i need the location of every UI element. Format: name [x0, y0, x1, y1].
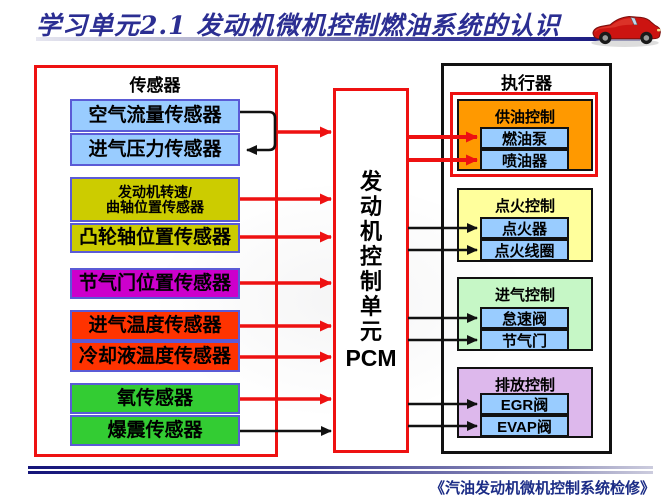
sensor-label: 节气门位置传感器	[78, 272, 231, 294]
group-label: 点火控制	[494, 198, 555, 215]
actuators-header: 执行器	[501, 74, 552, 93]
sensor-oxygen: 氧传感器	[70, 383, 240, 414]
sensor-label-line1: 发动机转速/	[118, 183, 192, 200]
actuator-ignition-coil: 点火线圈	[480, 239, 569, 261]
sensor-throttle-position: 节气门位置传感器	[70, 268, 240, 299]
actuator-fuel-pump: 燃油泵	[480, 127, 569, 149]
actuator-igniter: 点火器	[480, 217, 569, 239]
sensor-label: 爆震传感器	[107, 419, 203, 441]
sensor-engine-speed-crankshaft: 发动机转速/ 曲轴位置传感器	[70, 177, 240, 222]
actuator-throttle: 节气门	[480, 329, 569, 351]
sensor-knock: 爆震传感器	[70, 415, 240, 446]
sensors-header: 传感器	[129, 76, 181, 95]
car-icon	[591, 16, 661, 47]
course-title: 《汽油发动机微机控制系统检修》	[429, 479, 655, 497]
sensor-intake-pressure: 进气压力传感器	[70, 133, 240, 166]
group-label: 排放控制	[494, 377, 555, 394]
sensor-coolant-temperature: 冷却液温度传感器	[70, 341, 240, 372]
actuator-idle-valve: 怠速阀	[480, 307, 569, 329]
pcm-box: 发动机控制单元 PCM	[333, 88, 409, 453]
sensor-label: 冷却液温度传感器	[78, 345, 231, 367]
footer-rule-top	[28, 466, 653, 469]
actuator-evap-valve: EVAP阀	[480, 415, 569, 437]
group-label: 供油控制	[494, 109, 555, 126]
sensor-air-flow: 空气流量传感器	[70, 99, 240, 132]
sensor-intake-temperature: 进气温度传感器	[70, 310, 240, 341]
actuators-panel	[441, 63, 612, 454]
fuel-control-highlight	[450, 92, 598, 177]
sensors-panel	[34, 65, 278, 457]
title-underline	[36, 37, 640, 41]
actuator-egr-valve: EGR阀	[480, 393, 569, 415]
page-title: 学习单元2.1 发动机微机控制燃油系统的认识	[36, 11, 561, 40]
footer-rule-bottom	[28, 471, 653, 474]
sensor-label: 空气流量传感器	[88, 104, 222, 126]
sensor-label-line2: 曲轴位置传感器	[106, 198, 204, 215]
sensor-label: 氧传感器	[116, 387, 193, 409]
sensor-camshaft-position: 凸轮轴位置传感器	[70, 223, 240, 253]
pcm-abbr: PCM	[345, 345, 397, 371]
group-label: 进气控制	[494, 287, 555, 304]
sensor-label: 凸轮轴位置传感器	[78, 227, 231, 249]
actuator-injector: 喷油器	[480, 149, 569, 171]
sensor-label: 进气温度传感器	[88, 314, 222, 336]
sensor-label: 进气压力传感器	[88, 138, 222, 160]
pcm-label: 发动机控制单元	[359, 169, 382, 344]
